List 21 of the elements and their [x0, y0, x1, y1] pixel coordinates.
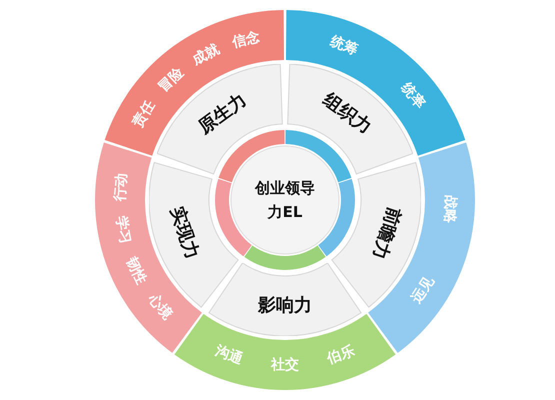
keyword-label: 统筹 [328, 34, 360, 58]
center-label: 创业领导力EL [255, 178, 315, 223]
keyword-label: 韧性 [124, 255, 148, 287]
keyword-label: 远见 [410, 274, 437, 306]
segment-title: 影响力 [258, 297, 312, 315]
segment-title: 实现力 [167, 204, 202, 262]
keyword-label: 沟通 [213, 344, 244, 366]
keyword-label: 心境 [145, 292, 174, 322]
segment-title: 前瞻力 [368, 204, 403, 262]
keyword-label: 战略 [442, 194, 458, 223]
segment-title: 组织力 [320, 91, 374, 138]
keyword-label: 统率 [398, 80, 428, 112]
keyword-label: 社交 [271, 358, 299, 372]
keyword-label: 成就 [190, 42, 222, 68]
keyword-label: 责任 [131, 98, 158, 130]
keyword-label: 行动 [112, 172, 129, 202]
keyword-label: 信念 [231, 29, 262, 50]
segment-title: 原生力 [196, 91, 250, 138]
keyword-label: 伯乐 [326, 344, 357, 366]
keyword-label: 学习 [113, 215, 132, 246]
keyword-label: 冒险 [156, 66, 186, 96]
